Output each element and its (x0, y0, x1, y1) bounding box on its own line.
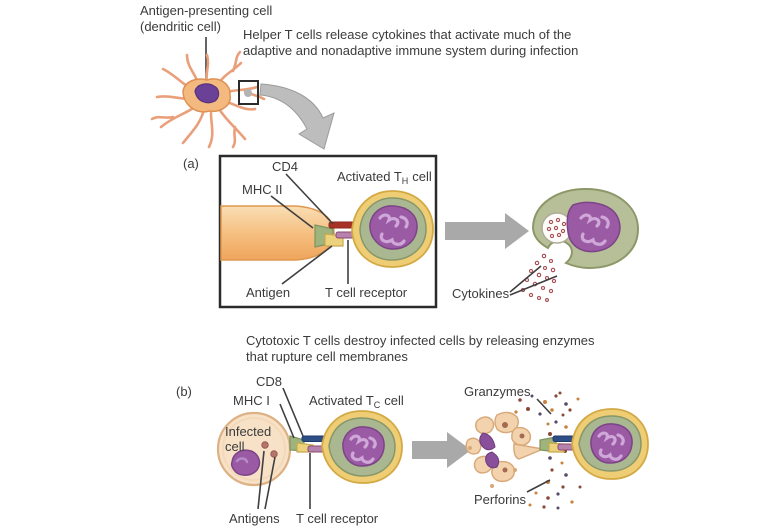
infected-cell-nucleus (230, 449, 261, 476)
cytokines-label: Cytokines (452, 286, 510, 301)
nucleus-fragment-1 (479, 432, 496, 451)
apc-sublabel: (dendritic cell) (140, 19, 221, 34)
zoom-curved-arrow (259, 83, 335, 150)
cytotoxic-caption-line1: Cytotoxic T cells destroy infected cells… (246, 333, 595, 348)
apc-pseudopod (220, 205, 335, 261)
mhc1-label: MHC I (233, 393, 270, 408)
activated-tc-sub: C (373, 400, 381, 410)
arrow-a (445, 213, 529, 249)
cytokine-cell (531, 187, 640, 270)
mhc1-leader-line (279, 403, 295, 439)
cytotoxic-caption-line2: that rupture cell membranes (246, 349, 408, 364)
infected-cell (216, 411, 292, 487)
cytokines-leader-line-1 (509, 265, 542, 293)
mhc2-leader-line (270, 195, 314, 229)
tcr-label-a: T cell receptor (325, 285, 408, 300)
dendritic-cell (150, 50, 266, 149)
tc-cell-right (571, 408, 649, 480)
zoom-box (238, 80, 259, 105)
antigen-dot-2 (270, 450, 278, 458)
cd8-leader-line (282, 387, 304, 437)
nucleus-fragment-2 (485, 451, 500, 469)
activated-th-suffix: cell (412, 169, 432, 184)
vesicle-dots (546, 217, 567, 239)
infected-cell-label-line1: Infected (225, 424, 272, 439)
cd8-label: CD8 (256, 374, 283, 389)
activated-tc-suffix: cell (384, 393, 404, 408)
dendritic-cell-nucleus (194, 83, 220, 104)
helper-caption-line1: Helper T cells release cytokines that ac… (243, 27, 572, 42)
cd4-label: CD4 (272, 159, 299, 174)
panel-b-tag: (b) (176, 384, 192, 399)
arrow-b (412, 432, 471, 468)
antigen-leader-line (281, 245, 333, 285)
antigen-dot-1 (261, 441, 269, 449)
activated-th-sub: H (401, 176, 409, 186)
cytokine-cell-nucleus (566, 201, 621, 253)
mhc2-label: MHC II (242, 182, 283, 197)
infected-cell-label-line2: cell (225, 439, 245, 454)
panel-a-tag: (a) (183, 156, 199, 171)
tcr-label-b: T cell receptor (296, 511, 379, 526)
granzymes-leader-line (536, 398, 552, 415)
antigens-label: Antigens (229, 511, 280, 526)
perforins-leader-line (526, 479, 551, 493)
activated-tc-prefix: Activated T (309, 393, 374, 408)
cd4-leader-line (285, 173, 334, 225)
antigens-leader-line-1 (257, 450, 265, 510)
antigens-leader-line-2 (264, 456, 276, 510)
apc-label: Antigen-presenting cell (140, 3, 273, 18)
tc-cell (321, 410, 403, 484)
antigen-label: Antigen (246, 285, 291, 300)
helper-caption-line2: adaptive and nonadaptive immune system d… (243, 43, 579, 58)
cytokines-leader-line-2 (509, 275, 558, 296)
th-cell (351, 190, 434, 268)
perforins-label: Perforins (474, 492, 527, 507)
ruptured-cell (465, 411, 546, 488)
activated-th-prefix: Activated T (337, 169, 402, 184)
granzymes-label: Granzymes (464, 384, 531, 399)
